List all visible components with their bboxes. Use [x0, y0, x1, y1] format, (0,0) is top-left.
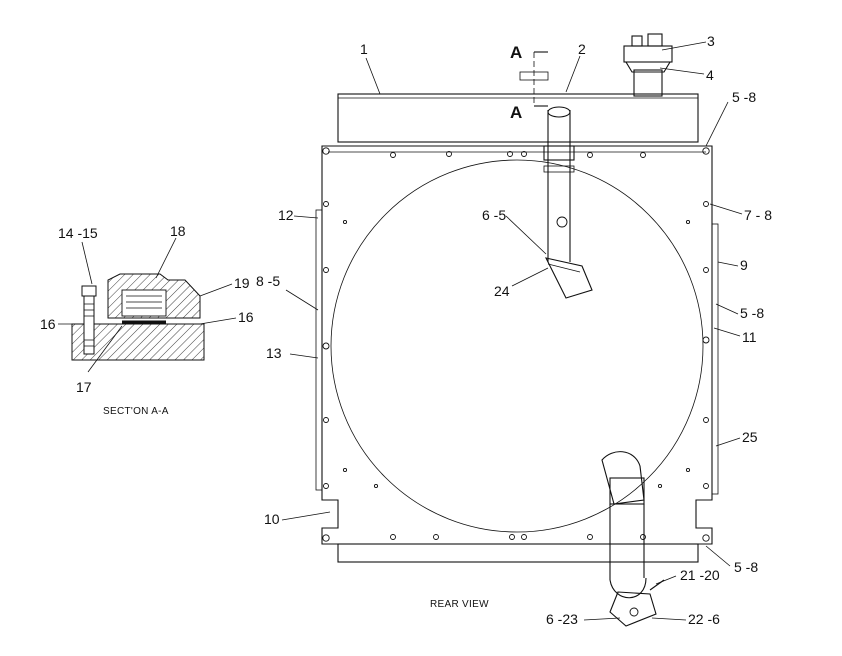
- view-caption: REAR VIEW: [430, 599, 489, 610]
- callout-6-5: 6 -5: [482, 207, 506, 223]
- callout-8-5: 8 -5: [256, 273, 280, 289]
- callout-16-left: 16: [40, 316, 56, 332]
- callout-19: 19: [234, 275, 250, 291]
- upper-hose: [543, 106, 593, 299]
- right-side-rail: [711, 223, 719, 495]
- callout-5-8-bottom: 5 -8: [734, 559, 758, 575]
- callout-12: 12: [278, 207, 294, 223]
- section-marker-a-bottom: A: [510, 103, 522, 122]
- callout-4: 4: [706, 67, 714, 83]
- callout-11: 11: [742, 329, 757, 345]
- left-side-rail: [315, 209, 323, 491]
- drain-fitting: [609, 591, 657, 627]
- top-tank: [337, 93, 699, 143]
- callout-10: 10: [264, 511, 280, 527]
- section-a-a-detail: 14 -15 18 19 16 16 17 SECT'ON A-A: [40, 223, 254, 417]
- callout-5-8-top: 5 -8: [732, 89, 756, 105]
- radiator-cap: [623, 33, 673, 97]
- section-marker-a-top: A: [510, 43, 522, 62]
- section-caption: SECT'ON A-A: [103, 406, 169, 417]
- callout-14-15: 14 -15: [58, 225, 98, 241]
- callout-2: 2: [578, 41, 586, 57]
- section-spring: [126, 295, 162, 309]
- fan-shroud-plate: [321, 145, 713, 545]
- fan-opening-circle: [330, 159, 704, 533]
- callout-22-6: 22 -6: [688, 611, 720, 627]
- callout-13: 13: [266, 345, 282, 361]
- section-bolt-head: [81, 285, 97, 297]
- section-marker: A A: [510, 43, 549, 122]
- leader-lines: [281, 41, 743, 621]
- section-cavity: [121, 289, 167, 317]
- callout-16-right: 16: [238, 309, 254, 325]
- callout-6-23: 6 -23: [546, 611, 578, 627]
- callout-24: 24: [494, 283, 510, 299]
- radiator-assembly: A A 1 2 3 4: [256, 33, 772, 627]
- section-bolt-shank: [83, 295, 95, 355]
- callout-7-8: 7 - 8: [744, 207, 772, 223]
- callout-25: 25: [742, 429, 758, 445]
- bottom-tank: [337, 543, 699, 563]
- callout-5-8-mid: 5 -8: [740, 305, 764, 321]
- callout-3: 3: [707, 33, 715, 49]
- bolt-holes: [322, 147, 710, 542]
- callout-18: 18: [170, 223, 186, 239]
- callout-9: 9: [740, 257, 748, 273]
- callout-17: 17: [76, 379, 92, 395]
- lower-hose: [601, 451, 665, 627]
- callout-1: 1: [360, 41, 368, 57]
- callout-21-20: 21 -20: [680, 567, 720, 583]
